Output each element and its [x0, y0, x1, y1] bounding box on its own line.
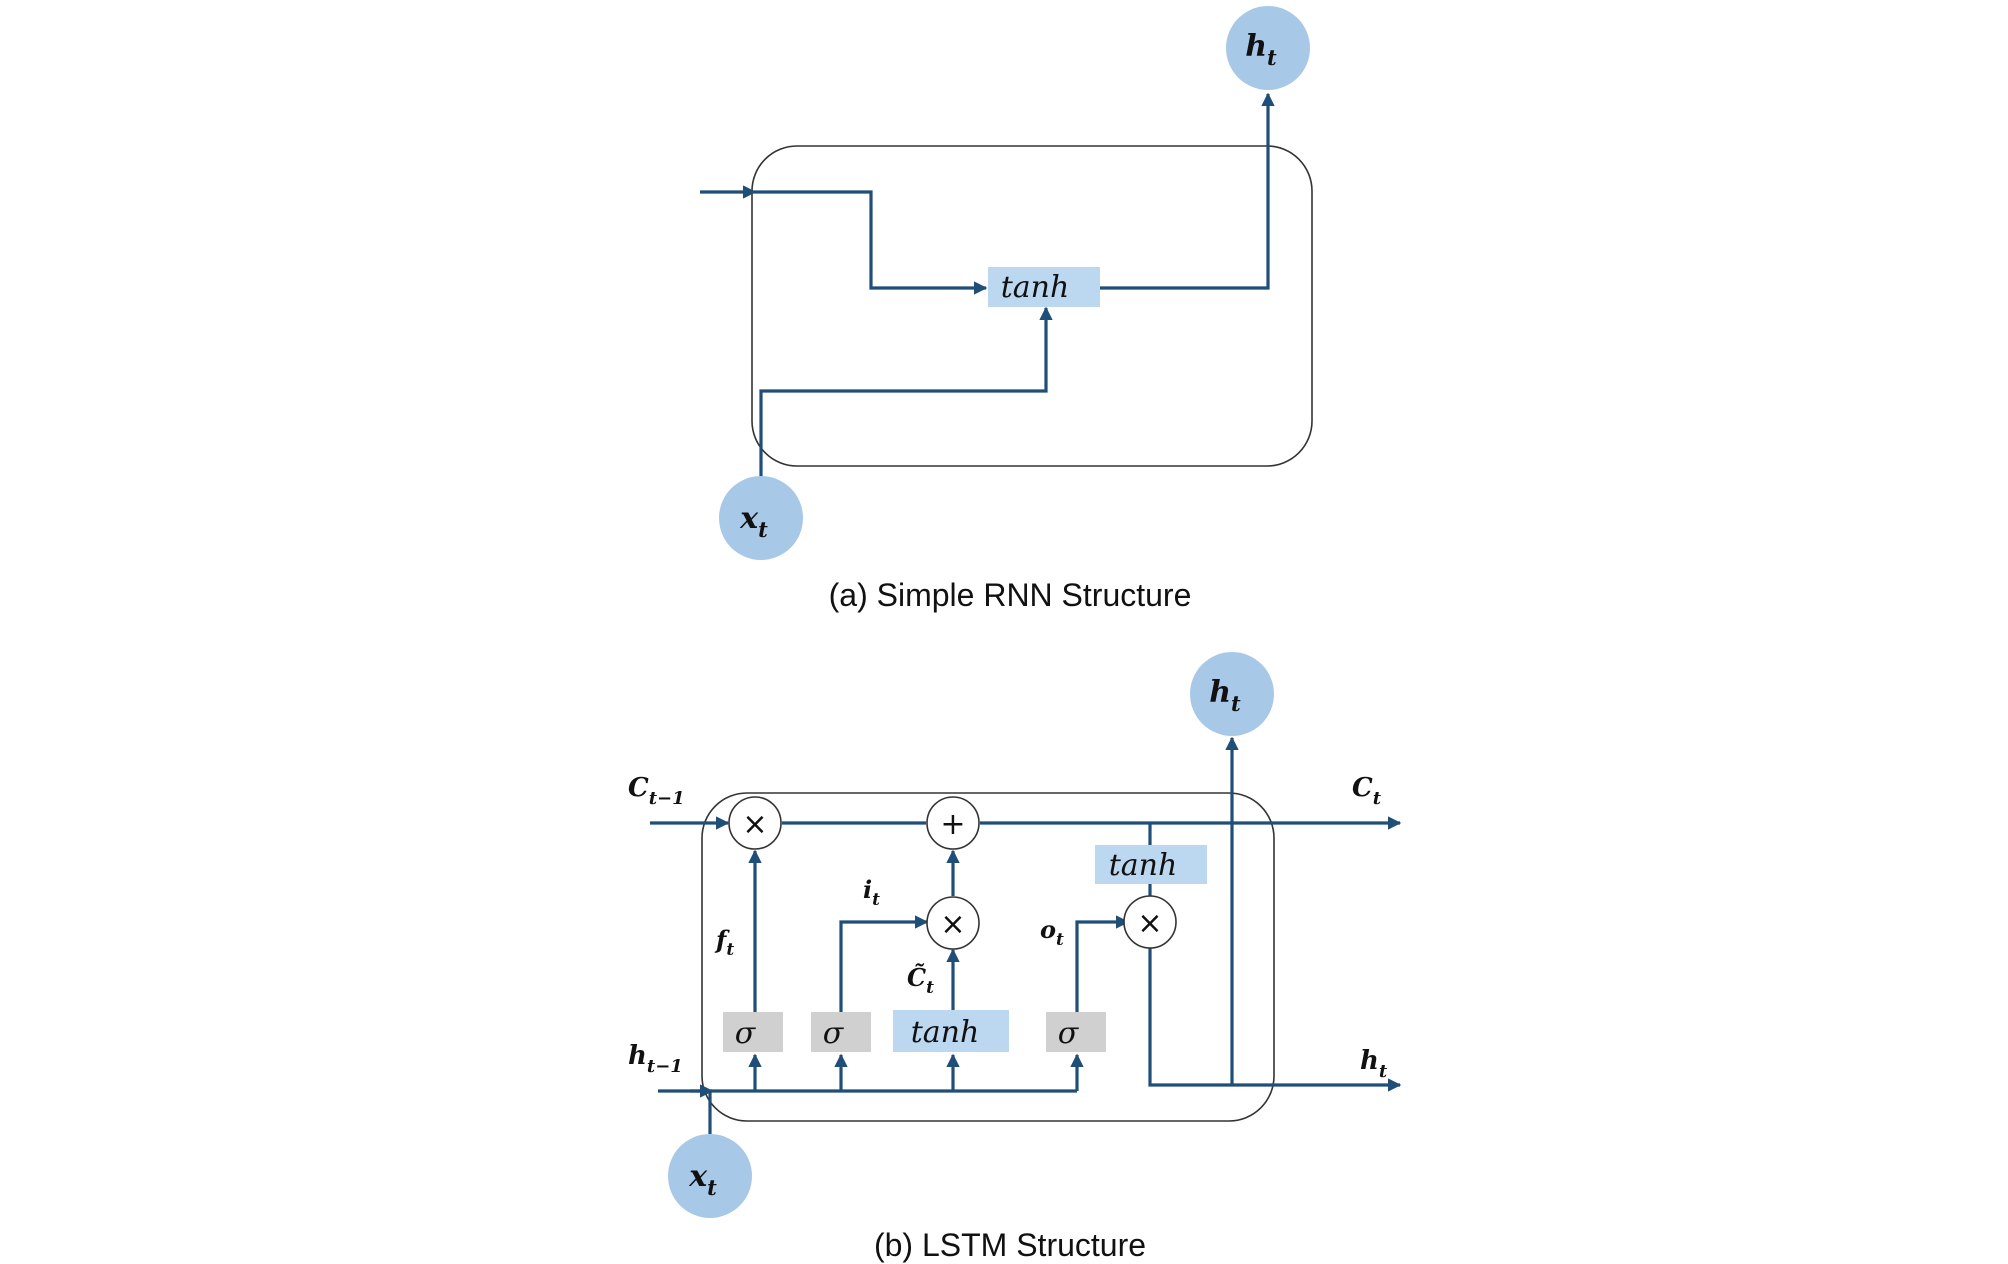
- rnn-tanh-label: tanh: [1001, 270, 1070, 305]
- lstm-output-tanh-label: tanh: [1109, 848, 1178, 883]
- lstm-output-sigma-block: [1046, 1012, 1106, 1052]
- lstm-add-symbol: +: [940, 807, 965, 842]
- lstm-forget-multiply-symbol: ×: [742, 807, 767, 842]
- lstm-output-gate-label: ot: [1040, 915, 1064, 950]
- lstm-hidden-prev-label: ht−1: [628, 1041, 683, 1077]
- lstm-candidate-tanh-label: tanh: [911, 1015, 980, 1050]
- lstm-output-multiply-op: [1123, 895, 1177, 949]
- rnn-input-node: [719, 476, 803, 560]
- lstm-output-sigma-label: σ: [1058, 1016, 1080, 1051]
- lstm-cell-state-prev-label: Ct−1: [628, 773, 685, 809]
- lstm-cell-box: [701, 792, 1275, 1122]
- rnn-input-to-tanh-path: [759, 306, 1053, 480]
- lstm-forget-multiply-op: [728, 796, 782, 850]
- lstm-output-tanh-block: [1095, 845, 1207, 884]
- rnn-tanh-to-output-path: [1100, 92, 1275, 290]
- lstm-output-multiply-symbol: ×: [1137, 906, 1162, 941]
- rnn-cell-box: [751, 145, 1313, 467]
- lstm-input-multiply-op: [926, 896, 980, 950]
- lstm-input-sigma-block: [811, 1012, 871, 1052]
- lstm-hidden-out-label: ht: [1360, 1046, 1388, 1082]
- rnn-output-node: [1226, 6, 1310, 90]
- lstm-output-gate-path: [1075, 915, 1130, 1012]
- rnn-caption: (a) Simple RNN Structure: [829, 577, 1192, 613]
- lstm-candidate-tanh-block: [893, 1010, 1009, 1052]
- simple-rnn-diagram: tanh xt ht (a) Simple RNN Structure: [700, 6, 1313, 613]
- rnn-input-node-label: xt: [739, 501, 768, 542]
- lstm-forget-sigma-label: σ: [735, 1016, 757, 1051]
- lstm-output-node-label: ht: [1209, 675, 1241, 716]
- lstm-add-op: [926, 796, 980, 850]
- lstm-forget-gate-label: ft: [714, 925, 734, 960]
- lstm-hidden-output-path: [1148, 947, 1402, 1092]
- lstm-input-node: [668, 1134, 752, 1218]
- lstm-output-node: [1190, 652, 1274, 736]
- rnn-output-node-label: ht: [1245, 29, 1277, 70]
- rnn-tanh-block: [988, 267, 1100, 307]
- lstm-cell-state-out-label: Ct: [1352, 773, 1382, 809]
- lstm-input-sigma-label: σ: [823, 1016, 845, 1051]
- lstm-candidate-label: C̃t: [907, 963, 934, 998]
- lstm-input-gate-path: [839, 915, 929, 1012]
- lstm-forget-sigma-block: [723, 1012, 783, 1052]
- lstm-input-node-label: xt: [688, 1159, 717, 1200]
- lstm-input-multiply-symbol: ×: [940, 907, 965, 942]
- lstm-caption: (b) LSTM Structure: [874, 1227, 1146, 1263]
- rnn-hidden-to-tanh-path: [755, 190, 988, 295]
- lstm-input-gate-label: it: [863, 875, 880, 910]
- lstm-diagram: × + × × σ σ tanh σ tanh ft it ot C̃t Ct−…: [628, 652, 1402, 1263]
